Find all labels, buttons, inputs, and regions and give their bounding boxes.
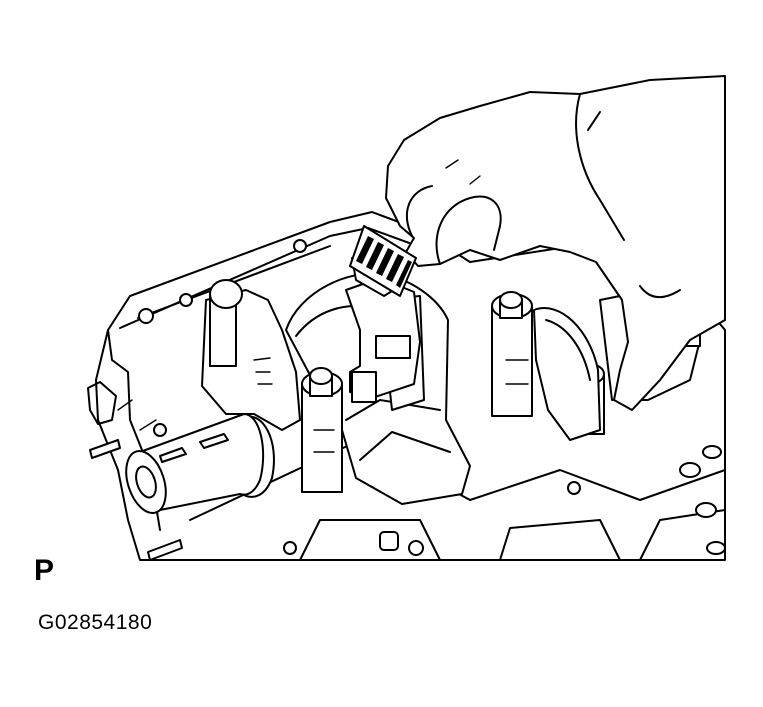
front-bearing-cap (201, 279, 301, 431)
crankshaft-front-journal (89, 413, 275, 561)
hand (385, 75, 726, 411)
view-letter: P (34, 554, 55, 587)
figure-code: G02854180 (38, 611, 153, 634)
plastigage-strip (349, 225, 417, 297)
